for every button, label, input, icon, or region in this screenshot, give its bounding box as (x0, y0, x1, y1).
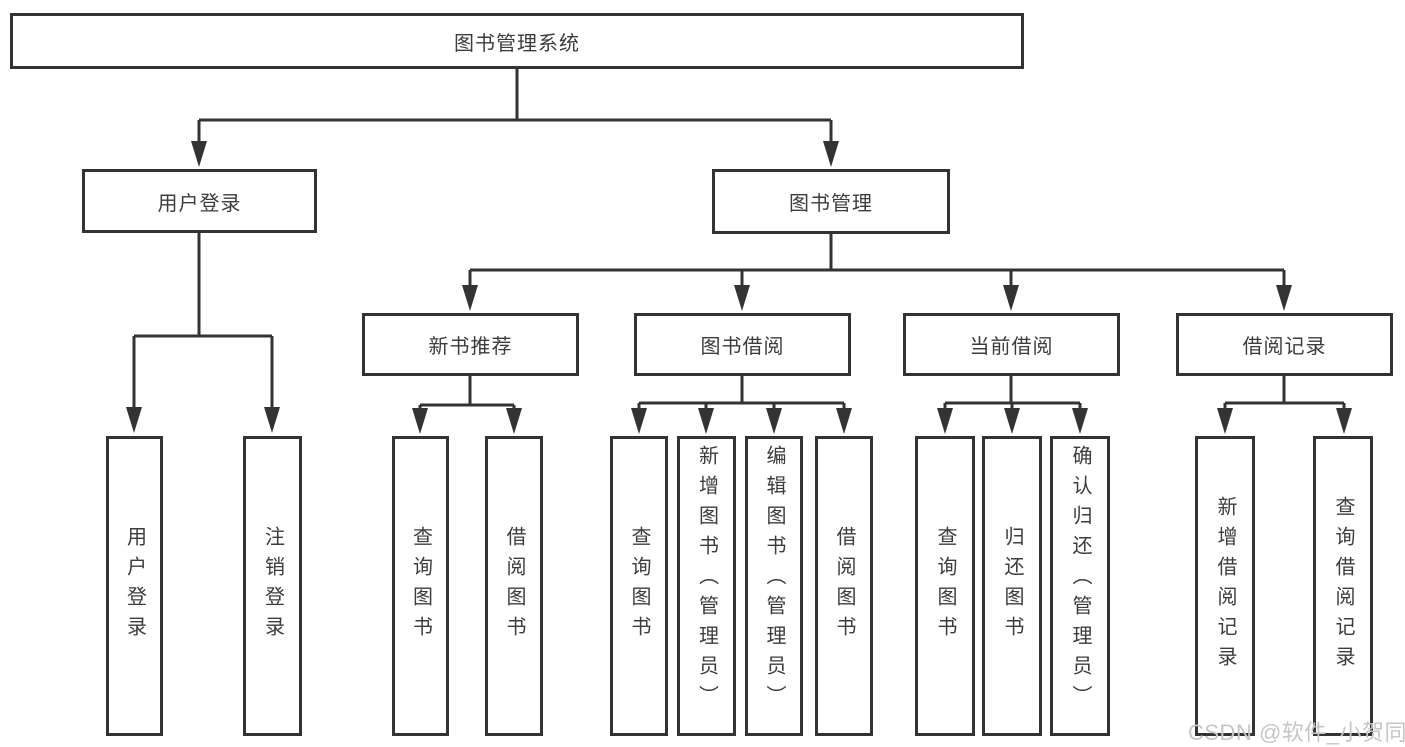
tree-edges (132, 69, 1346, 412)
leaf-borrow-books-1-label: 借阅图书 (503, 526, 525, 646)
leaf-add-borrow-record-label: 新增借阅记录 (1214, 496, 1236, 676)
leaf-return-books-label: 归还图书 (1001, 526, 1023, 646)
leaf-query-books-2-label: 查询图书 (628, 526, 650, 646)
leaf-query-borrow-record: 查询借阅记录 (1313, 436, 1373, 736)
leaf-logout-label: 注销登录 (261, 526, 284, 646)
node-root: 图书管理系统 (10, 13, 1024, 69)
leaf-edit-books-admin-label: 编辑图书（管理员） (763, 445, 785, 715)
leaf-edit-books-admin: 编辑图书（管理员） (745, 436, 803, 736)
leaf-query-books-3: 查询图书 (915, 436, 975, 736)
node-book-borrowing: 图书借阅 (634, 313, 851, 376)
node-user-login-label: 用户登录 (157, 192, 242, 215)
node-book-borrowing-label: 图书借阅 (700, 336, 785, 358)
leaf-borrow-books-1: 借阅图书 (485, 436, 543, 736)
node-current-borrowing-label: 当前借阅 (969, 336, 1054, 358)
arrow-down-icon (126, 141, 1352, 434)
leaf-add-books-admin-label: 新增图书（管理员） (695, 445, 718, 715)
leaf-add-borrow-record: 新增借阅记录 (1195, 436, 1255, 736)
node-new-book-recommend: 新书推荐 (362, 313, 579, 376)
node-borrowing-records-label: 借阅记录 (1242, 336, 1327, 358)
node-user-login: 用户登录 (82, 169, 317, 233)
leaf-borrow-books-2: 借阅图书 (815, 436, 873, 736)
leaf-query-books-1-label: 查询图书 (409, 526, 432, 646)
watermark: CSDN @软件_小贺同学 (1188, 720, 1405, 745)
leaf-query-books-1: 查询图书 (392, 436, 449, 736)
leaf-query-books-3-label: 查询图书 (934, 526, 956, 646)
node-current-borrowing: 当前借阅 (903, 313, 1120, 376)
leaf-logout: 注销登录 (243, 436, 302, 736)
leaf-user-login: 用户登录 (106, 436, 163, 736)
node-borrowing-records: 借阅记录 (1176, 313, 1393, 376)
node-book-management: 图书管理 (712, 169, 950, 234)
leaf-user-login-label: 用户登录 (123, 526, 146, 646)
leaf-borrow-books-2-label: 借阅图书 (833, 526, 855, 646)
leaf-confirm-return-admin: 确认归还（管理员） (1050, 436, 1110, 736)
leaf-query-borrow-record-label: 查询借阅记录 (1332, 496, 1354, 676)
node-new-book-recommend-label: 新书推荐 (428, 336, 513, 358)
leaf-return-books: 归还图书 (982, 436, 1042, 736)
leaf-confirm-return-admin-label: 确认归还（管理员） (1069, 445, 1091, 715)
leaf-add-books-admin: 新增图书（管理员） (677, 436, 736, 736)
node-book-management-label: 图书管理 (789, 193, 873, 215)
leaf-query-books-2: 查询图书 (610, 436, 668, 736)
node-root-label: 图书管理系统 (454, 32, 580, 55)
